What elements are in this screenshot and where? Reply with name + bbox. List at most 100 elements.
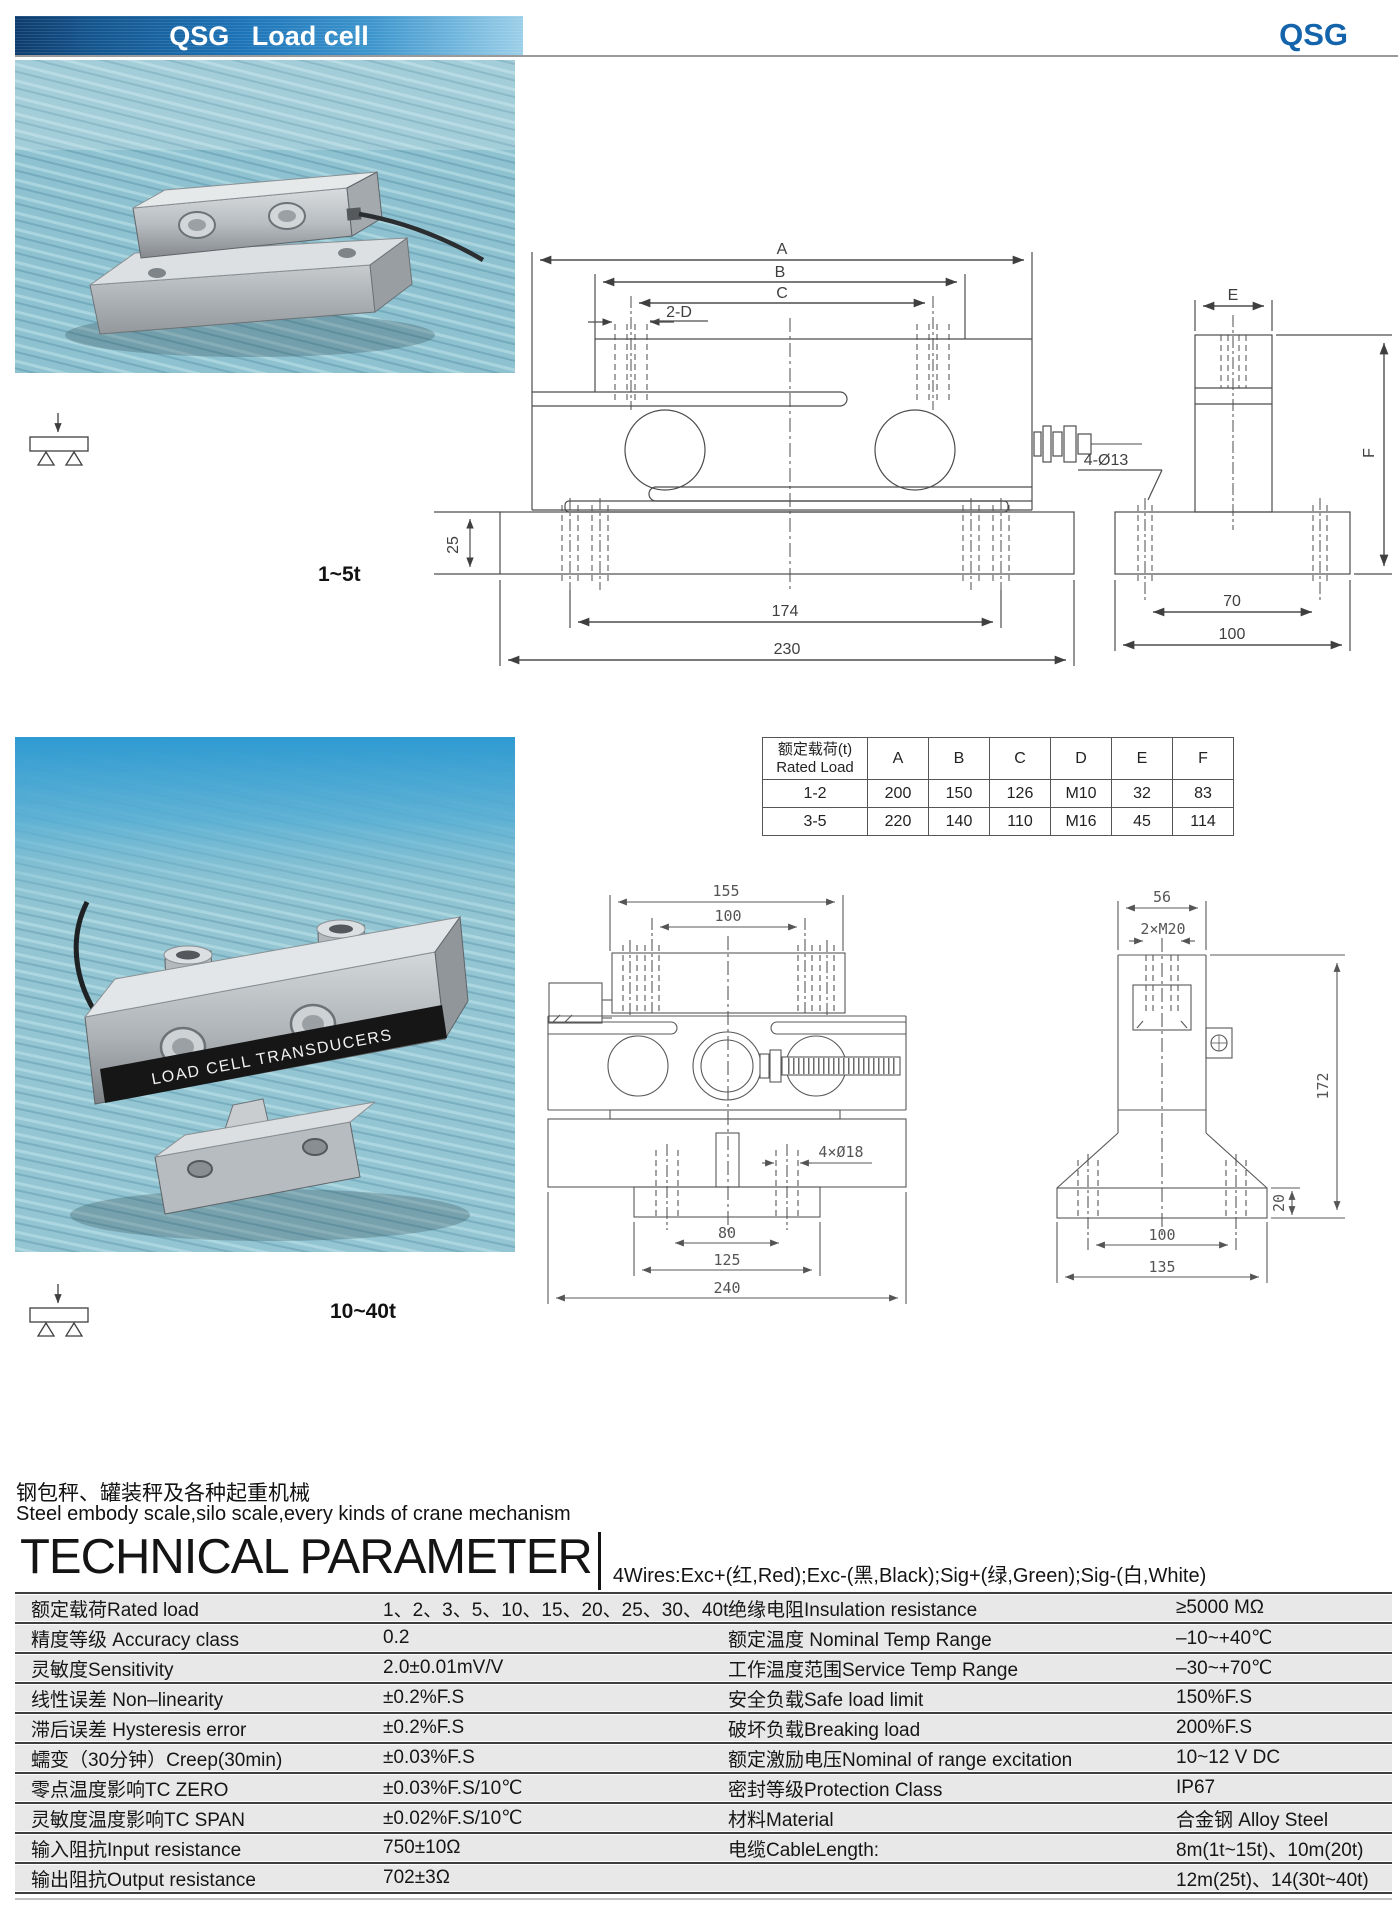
- param-label: 破坏负载Breaking load: [728, 1719, 921, 1741]
- parameter-table: 额定载荷Rated load 1、2、3、5、10、15、20、25、30、40…: [15, 1592, 1392, 1900]
- param-value: ±0.2%F.S: [383, 1687, 465, 1708]
- param-label: 额定激励电压Nominal of range excitation: [728, 1749, 1073, 1771]
- page-bottom-rule: [15, 1898, 1392, 1900]
- dim-label-155: 155: [712, 882, 739, 900]
- param-label: 输入阻抗Input resistance: [31, 1839, 242, 1861]
- param-label: 灵敏度Sensitivity: [31, 1659, 174, 1681]
- wiring-note: 4Wires:Exc+(红,Red);Exc-(黑,Black);Sig+(绿,…: [612, 1565, 1207, 1587]
- drawing-1: A B C 2-D 4-Ø13 25 174 230 E F 70 100: [434, 241, 1392, 666]
- dim-col-e: E: [1111, 737, 1173, 780]
- page-title: QSG Load cell: [169, 20, 369, 51]
- technical-parameter-header: TECHNICAL PARAMETER 4Wires:Exc+(红,Red);E…: [20, 1524, 1206, 1590]
- param-label: 额定载荷Rated load: [31, 1599, 199, 1621]
- dim-col-f: F: [1172, 737, 1234, 780]
- dim-label-a: A: [777, 241, 788, 258]
- application-text-en: Steel embody scale,silo scale,every kind…: [16, 1503, 571, 1525]
- param-row: 蠕变（30分钟）Creep(30min) ±0.03%F.S 额定激励电压Nom…: [15, 1742, 1392, 1772]
- dim-label-2xm20: 2×M20: [1140, 920, 1185, 938]
- dim-label-172: 172: [1314, 1072, 1332, 1099]
- param-label: 滞后误差 Hysteresis error: [31, 1719, 247, 1741]
- drawing1-labels: A B C 2-D 4-Ø13 25 174 230 E F 70 100: [445, 241, 1378, 658]
- dim-label-c: C: [776, 285, 788, 302]
- capacity-range-2: 10~40t: [330, 1300, 396, 1323]
- param-label: 绝缘电阻Insulation resistance: [728, 1599, 978, 1621]
- param-row: 滞后误差 Hysteresis error ±0.2%F.S 破坏负载Break…: [15, 1712, 1392, 1742]
- product-photo-large-capacity: LOAD CELL TRANSDUCERS: [15, 737, 515, 1252]
- dim-label-100-top: 100: [714, 907, 741, 925]
- param-label: 安全负载Safe load limit: [728, 1689, 924, 1711]
- dim-label-230: 230: [774, 641, 801, 658]
- param-value: ≥5000 MΩ: [1176, 1597, 1265, 1618]
- param-label: 灵敏度温度影响TC SPAN: [31, 1809, 245, 1831]
- param-value: 10~12 V DC: [1176, 1747, 1281, 1768]
- page-banner: QSG Load cell: [15, 16, 523, 56]
- capacity-range-1: 1~5t: [318, 563, 361, 586]
- product-photo-small-capacity: [15, 60, 515, 373]
- param-value: ±0.03%F.S: [383, 1747, 475, 1768]
- load-cell-photo2: LOAD CELL TRANSDUCERS: [70, 900, 470, 1241]
- dimension-table-header: 额定载荷(t) Rated Load A B C D E F: [762, 737, 1234, 780]
- dim-col-c: C: [989, 737, 1051, 780]
- param-value: ±0.02%F.S/10℃: [383, 1807, 523, 1829]
- dim-label-b: B: [775, 264, 786, 281]
- load-cell-photo1: [65, 171, 485, 357]
- load-direction-symbol-2: [29, 1284, 89, 1337]
- table-bottom-border: [15, 1892, 1392, 1894]
- param-value: ±0.03%F.S/10℃: [383, 1777, 523, 1799]
- param-label: 线性误差 Non–linearity: [31, 1689, 224, 1711]
- param-row: 零点温度影响TC ZERO ±0.03%F.S/10℃ 密封等级Protecti…: [15, 1772, 1392, 1802]
- photo1-art: [15, 60, 515, 373]
- param-value: 702±3Ω: [383, 1867, 450, 1888]
- param-value: IP67: [1176, 1777, 1216, 1798]
- dim-col-rated-load: 额定载荷(t) Rated Load: [762, 737, 868, 780]
- param-row: 额定载荷Rated load 1、2、3、5、10、15、20、25、30、40…: [15, 1592, 1392, 1622]
- param-value: ±0.2%F.S: [383, 1717, 465, 1738]
- param-row: 灵敏度温度影响TC SPAN ±0.02%F.S/10℃ 材料Material …: [15, 1802, 1392, 1832]
- param-row: 输出阻抗Output resistance 702±3Ω 12m(25t)、14…: [15, 1862, 1392, 1892]
- param-row: 灵敏度Sensitivity 2.0±0.01mV/V 工作温度范围Servic…: [15, 1652, 1392, 1682]
- dimension-table: 额定载荷(t) Rated Load A B C D E F 1-2 200 1…: [762, 737, 1234, 836]
- dim-label-e: E: [1228, 287, 1239, 304]
- param-row: 输入阻抗Input resistance 750±10Ω 电缆CableLeng…: [15, 1832, 1392, 1862]
- dim-label-125: 125: [713, 1251, 740, 1269]
- param-label: 额定温度 Nominal Temp Range: [728, 1629, 992, 1651]
- param-value: 150%F.S: [1176, 1687, 1253, 1708]
- dim-col-a: A: [867, 737, 929, 780]
- brand-logo: QSG: [1279, 17, 1348, 52]
- photo2-art: LOAD CELL TRANSDUCERS: [15, 737, 515, 1252]
- param-value: 200%F.S: [1176, 1717, 1253, 1738]
- dim-label-56: 56: [1153, 888, 1171, 906]
- param-label: 精度等级 Accuracy class: [31, 1629, 239, 1651]
- param-label: 材料Material: [728, 1809, 834, 1831]
- drawing-2: 155 100 56 2×M20 4×Ø18 80 125 240 172 20…: [547, 882, 1345, 1304]
- dim-label-20: 20: [1270, 1194, 1288, 1212]
- param-label: 输出阻抗Output resistance: [31, 1869, 256, 1891]
- drawing1-lines: [434, 252, 1392, 666]
- param-value: 0.2: [383, 1627, 410, 1648]
- dim-col-d: D: [1050, 737, 1112, 780]
- param-row: 精度等级 Accuracy class 0.2 额定温度 Nominal Tem…: [15, 1622, 1392, 1652]
- param-label: 密封等级Protection Class: [728, 1779, 943, 1801]
- load-direction-symbol-1: [29, 413, 89, 466]
- param-label: 电缆CableLength:: [728, 1839, 880, 1861]
- drawing2-labels: 155 100 56 2×M20 4×Ø18 80 125 240 172 20…: [712, 882, 1332, 1297]
- dim-col-b: B: [928, 737, 990, 780]
- dim-label-100: 100: [1219, 626, 1246, 643]
- dim-label-70: 70: [1223, 593, 1241, 610]
- table-row: 1-2 200 150 126 M10 32 83: [762, 779, 1234, 808]
- dim-label-25: 25: [445, 536, 462, 554]
- dim-label-2d: 2-D: [666, 304, 692, 321]
- param-label: 蠕变（30分钟）Creep(30min): [31, 1749, 283, 1771]
- param-value: –10~+40℃: [1176, 1627, 1273, 1649]
- dim-label-4x18: 4×Ø18: [818, 1143, 863, 1161]
- drawing2-lines: [547, 895, 1345, 1304]
- param-value: 合金钢 Alloy Steel: [1176, 1809, 1329, 1831]
- dim-label-4d13: 4-Ø13: [1084, 452, 1129, 469]
- dim-label-174: 174: [772, 603, 799, 620]
- header-rule: [15, 55, 1398, 57]
- param-value: 750±10Ω: [383, 1837, 461, 1858]
- param-value: 12m(25t)、14(30t~40t): [1176, 1869, 1369, 1891]
- param-row: 线性误差 Non–linearity ±0.2%F.S 安全负载Safe loa…: [15, 1682, 1392, 1712]
- table-row: 3-5 220 140 110 M16 45 114: [762, 807, 1234, 836]
